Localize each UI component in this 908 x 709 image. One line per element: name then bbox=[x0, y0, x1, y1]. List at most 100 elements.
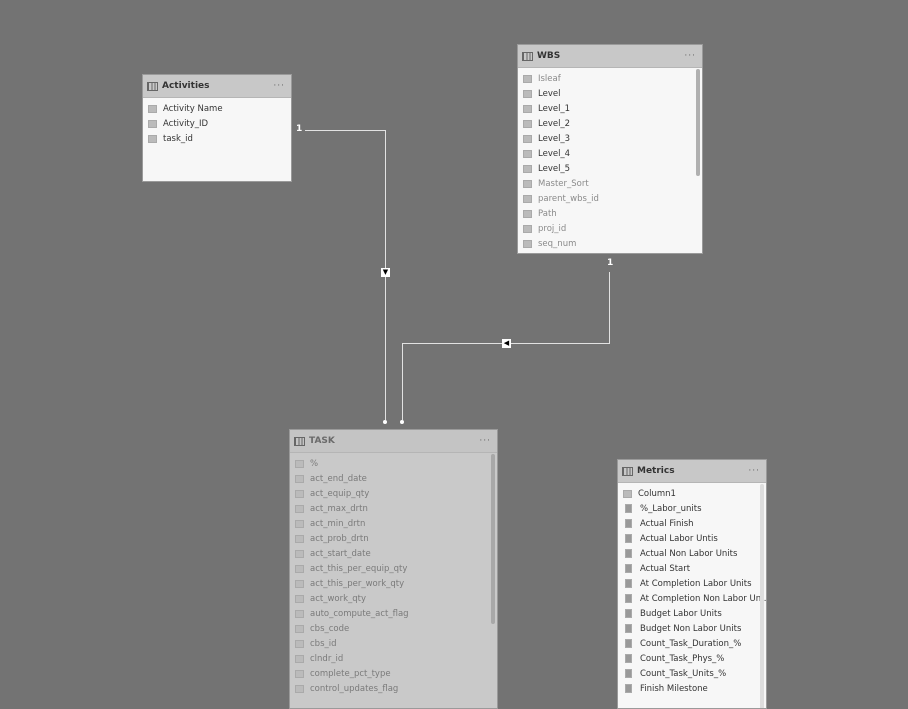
column-icon bbox=[523, 74, 532, 83]
field-row[interactable]: Level_4 bbox=[518, 146, 702, 161]
table-name: Activities bbox=[162, 81, 210, 91]
field-row[interactable]: Master_Sort bbox=[518, 176, 702, 191]
scrollbar[interactable] bbox=[760, 484, 764, 708]
field-row[interactable]: Level_5 bbox=[518, 161, 702, 176]
table-header[interactable]: TASK··· bbox=[290, 430, 497, 453]
field-name: act_work_qty bbox=[310, 593, 367, 604]
more-options-button[interactable]: ··· bbox=[273, 81, 285, 91]
cardinality-one: 1 bbox=[607, 258, 614, 268]
scrollbar[interactable] bbox=[491, 454, 495, 624]
field-row[interactable]: % bbox=[290, 456, 497, 471]
calculator-icon bbox=[625, 609, 632, 618]
field-row[interactable]: act_this_per_work_qty bbox=[290, 576, 497, 591]
field-name: Level_2 bbox=[538, 118, 571, 129]
field-row[interactable]: control_updates_flag bbox=[290, 681, 497, 696]
field-row[interactable]: parent_wbs_id bbox=[518, 191, 702, 206]
field-row[interactable]: At Completion Non Labor Un... bbox=[618, 591, 766, 606]
field-name: cbs_code bbox=[310, 623, 350, 634]
field-row[interactable]: Actual Non Labor Units bbox=[618, 546, 766, 561]
column-icon bbox=[148, 104, 157, 113]
field-row[interactable]: Level_3 bbox=[518, 131, 702, 146]
calculator-icon bbox=[625, 504, 632, 513]
field-name: Count_Task_Duration_% bbox=[640, 638, 742, 649]
field-row[interactable]: Actual Start bbox=[618, 561, 766, 576]
field-name: Column1 bbox=[638, 488, 676, 499]
calculator-icon bbox=[625, 579, 632, 588]
field-row[interactable]: act_max_drtn bbox=[290, 501, 497, 516]
more-options-button[interactable]: ··· bbox=[748, 466, 760, 476]
field-row[interactable]: cbs_code bbox=[290, 621, 497, 636]
field-row[interactable]: act_min_drtn bbox=[290, 516, 497, 531]
scrollbar[interactable] bbox=[696, 69, 700, 176]
field-row[interactable]: Path bbox=[518, 206, 702, 221]
field-row[interactable]: Budget Labor Units bbox=[618, 606, 766, 621]
field-name: control_updates_flag bbox=[310, 683, 399, 694]
field-row[interactable]: Level_2 bbox=[518, 116, 702, 131]
field-name: seq_num bbox=[538, 238, 577, 249]
field-row[interactable]: act_end_date bbox=[290, 471, 497, 486]
field-row[interactable]: seq_num bbox=[518, 236, 702, 251]
field-row[interactable]: Sort_1 bbox=[518, 251, 702, 253]
more-options-button[interactable]: ··· bbox=[479, 436, 491, 446]
field-name: %_Labor_units bbox=[640, 503, 702, 514]
column-icon bbox=[148, 119, 157, 128]
filter-direction-left-icon: ◀ bbox=[502, 339, 511, 348]
column-icon bbox=[295, 684, 304, 693]
field-row[interactable]: Actual Labor Untis bbox=[618, 531, 766, 546]
field-name: Actual Non Labor Units bbox=[640, 548, 738, 559]
field-row[interactable]: complete_pct_type bbox=[290, 666, 497, 681]
field-row[interactable]: Level_1 bbox=[518, 101, 702, 116]
more-options-button[interactable]: ··· bbox=[684, 51, 696, 61]
field-row[interactable]: Count_Task_Duration_% bbox=[618, 636, 766, 651]
field-row[interactable]: cbs_id bbox=[290, 636, 497, 651]
field-row[interactable]: Column1 bbox=[618, 486, 766, 501]
field-name: act_end_date bbox=[310, 473, 367, 484]
table-name: Metrics bbox=[637, 466, 675, 476]
field-row[interactable]: task_id bbox=[143, 131, 291, 146]
field-row[interactable]: Activity_ID bbox=[143, 116, 291, 131]
field-name: Activity Name bbox=[163, 103, 223, 114]
calculator-icon bbox=[625, 669, 632, 678]
field-name: act_prob_drtn bbox=[310, 533, 369, 544]
field-row[interactable]: act_equip_qty bbox=[290, 486, 497, 501]
field-row[interactable]: act_this_per_equip_qty bbox=[290, 561, 497, 576]
field-row[interactable]: %_Labor_units bbox=[618, 501, 766, 516]
column-icon bbox=[295, 639, 304, 648]
relationship-line[interactable] bbox=[609, 272, 610, 343]
field-row[interactable]: Level bbox=[518, 86, 702, 101]
field-row[interactable]: act_start_date bbox=[290, 546, 497, 561]
field-row[interactable]: Count_Task_Phys_% bbox=[618, 651, 766, 666]
field-row[interactable]: proj_id bbox=[518, 221, 702, 236]
field-row[interactable]: Budget Non Labor Units bbox=[618, 621, 766, 636]
relationship-line[interactable] bbox=[402, 343, 403, 420]
column-icon bbox=[295, 489, 304, 498]
field-row[interactable]: Actual Finish bbox=[618, 516, 766, 531]
field-row[interactable]: act_work_qty bbox=[290, 591, 497, 606]
field-name: % bbox=[310, 458, 319, 469]
field-row[interactable]: Activity Name bbox=[143, 101, 291, 116]
field-row[interactable]: Finish Milestone bbox=[618, 681, 766, 696]
field-row[interactable]: Isleaf bbox=[518, 71, 702, 86]
calculator-icon bbox=[625, 684, 632, 693]
relationship-line[interactable] bbox=[305, 130, 386, 131]
table-header[interactable]: Metrics ··· bbox=[618, 460, 766, 483]
field-name: Actual Start bbox=[640, 563, 691, 574]
table-icon bbox=[622, 466, 633, 476]
table-header[interactable]: Activities ··· bbox=[143, 75, 291, 98]
field-name: act_this_per_work_qty bbox=[310, 578, 405, 589]
field-row[interactable]: clndr_id bbox=[290, 651, 497, 666]
field-row[interactable]: auto_compute_act_flag bbox=[290, 606, 497, 621]
field-row[interactable]: act_prob_drtn bbox=[290, 531, 497, 546]
field-row[interactable]: At Completion Labor Units bbox=[618, 576, 766, 591]
field-row[interactable]: Count_Task_Units_% bbox=[618, 666, 766, 681]
field-name: act_this_per_equip_qty bbox=[310, 563, 408, 574]
field-name: Master_Sort bbox=[538, 178, 589, 189]
field-name: Finish Milestone bbox=[640, 683, 708, 694]
table-header[interactable]: WBS··· bbox=[518, 45, 702, 68]
column-icon bbox=[523, 209, 532, 218]
column-icon bbox=[295, 564, 304, 573]
